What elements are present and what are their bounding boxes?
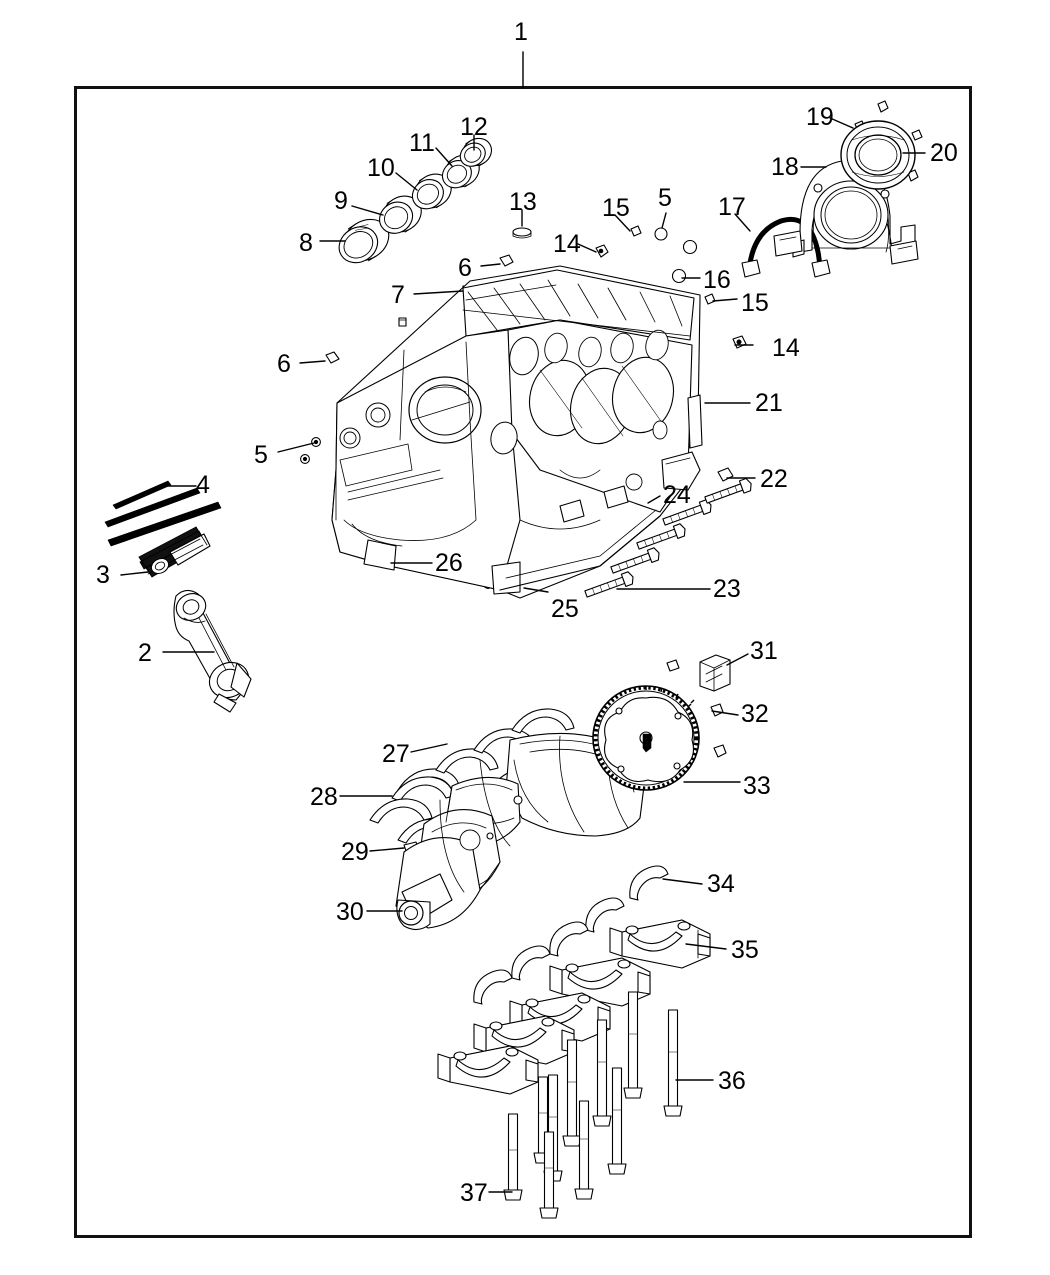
callout-number-29: 29 — [341, 838, 369, 866]
callout-number-27: 27 — [382, 740, 410, 768]
callout-number-10: 10 — [367, 154, 395, 182]
callout-number-17: 17 — [718, 193, 746, 221]
callout-number-6a: 6 — [277, 350, 291, 378]
callout-number-9: 9 — [334, 187, 348, 215]
callout-number-30: 30 — [336, 898, 364, 926]
callout-number-18: 18 — [771, 153, 799, 181]
callout-number-16: 16 — [703, 266, 731, 294]
callout-number-32: 32 — [741, 700, 769, 728]
callout-number-7: 7 — [391, 281, 405, 309]
callout-number-37: 37 — [460, 1179, 488, 1207]
callout-number-1: 1 — [514, 18, 528, 46]
callout-number-23: 23 — [713, 575, 741, 603]
callout-number-11: 11 — [409, 129, 435, 157]
callout-number-6b: 6 — [458, 254, 472, 282]
callout-number-12: 12 — [460, 113, 488, 141]
callout-number-14a: 14 — [553, 230, 581, 258]
callout-number-3: 3 — [96, 561, 110, 589]
callout-number-20: 20 — [930, 139, 958, 167]
diagram-frame-border — [74, 86, 972, 1238]
callout-number-35: 35 — [731, 936, 759, 964]
callout-number-15b: 15 — [741, 289, 769, 317]
callout-number-15a: 15 — [602, 194, 630, 222]
callout-number-26: 26 — [435, 549, 463, 577]
callout-number-36: 36 — [718, 1067, 746, 1095]
callout-number-14b: 14 — [772, 334, 800, 362]
callout-number-24: 24 — [663, 481, 691, 509]
callout-number-19: 19 — [806, 103, 834, 131]
callout-number-5b: 5 — [658, 184, 672, 212]
callout-number-5a: 5 — [254, 441, 268, 469]
callout-number-21: 21 — [755, 389, 783, 417]
callout-number-34: 34 — [707, 870, 735, 898]
callout-number-33: 33 — [743, 772, 771, 800]
callout-number-22: 22 — [760, 465, 788, 493]
callout-number-8: 8 — [299, 229, 313, 257]
callout-number-25: 25 — [551, 595, 579, 623]
callout-number-28: 28 — [310, 783, 338, 811]
callout-number-2: 2 — [138, 639, 152, 667]
callout-number-31: 31 — [750, 637, 778, 665]
callout-number-13: 13 — [509, 188, 537, 216]
callout-number-4: 4 — [196, 471, 210, 499]
